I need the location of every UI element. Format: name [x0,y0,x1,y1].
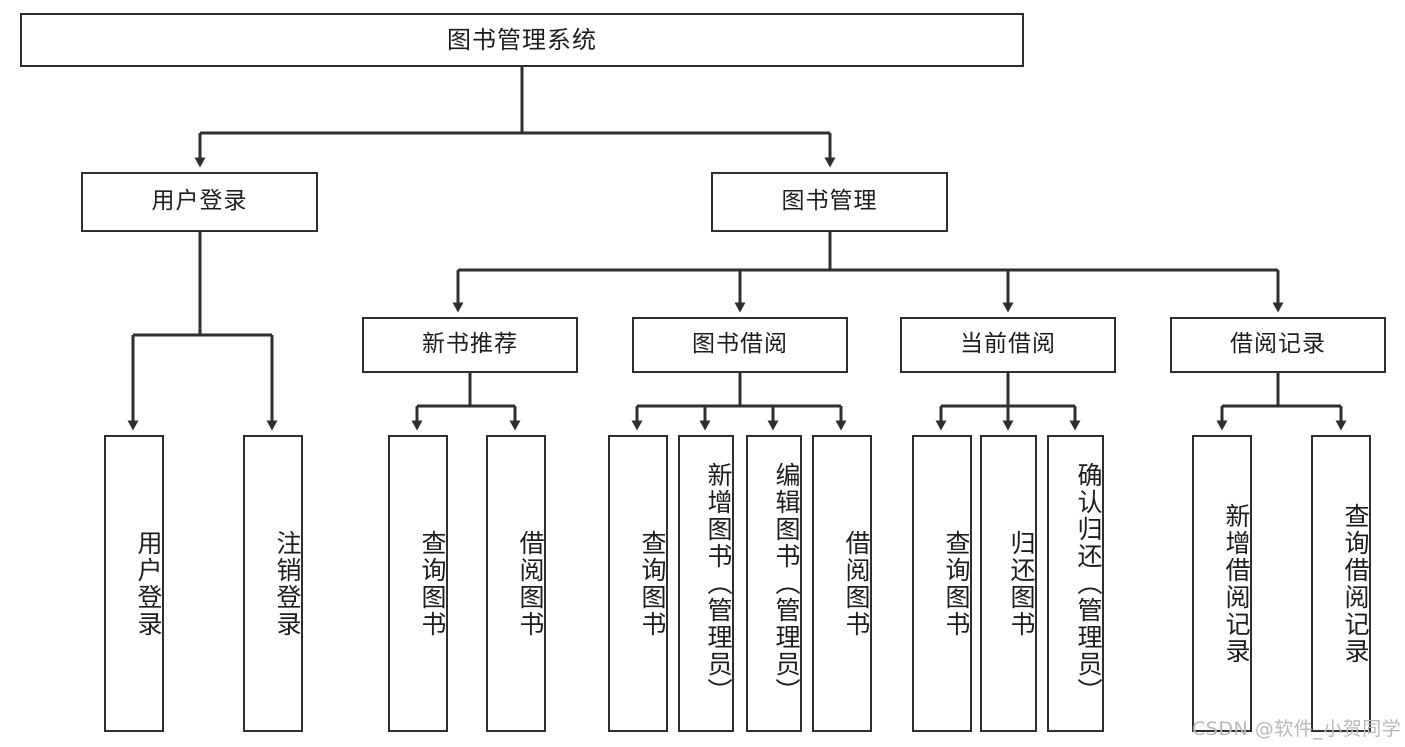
leaf-label: 查询借阅记录 [1341,502,1370,665]
leaf-label: 用户登录 [134,529,163,638]
leaf-query-book-borrow[interactable]: 查询图书 [608,435,668,732]
leaf-label: 归还图书 [1007,529,1036,638]
node-root-label: 图书管理系统 [447,25,597,54]
node-label: 借阅记录 [1230,331,1326,358]
leaf-label: 注销登录 [273,529,302,638]
leaf-borrow-book[interactable]: 借阅图书 [812,435,872,732]
node-book-borrow[interactable]: 图书借阅 [632,317,848,373]
leaf-user-login[interactable]: 用户登录 [104,435,164,732]
node-label: 图书管理 [781,188,878,215]
node-label: 图书借阅 [692,331,788,358]
leaf-add-book-admin[interactable]: 新增图书（管理员） [678,435,734,732]
node-label: 用户登录 [151,188,248,215]
leaf-query-borrow-record[interactable]: 查询借阅记录 [1311,435,1371,732]
leaf-query-book-current[interactable]: 查询图书 [912,435,972,732]
leaf-label: 查询图书 [638,529,667,638]
watermark: CSDN @软件_小贺同学 [1192,718,1402,740]
node-current-borrow[interactable]: 当前借阅 [900,317,1116,373]
leaf-query-book-recommend[interactable]: 查询图书 [388,435,448,732]
node-label: 当前借阅 [960,331,1056,358]
leaf-add-borrow-record[interactable]: 新增借阅记录 [1192,435,1252,732]
leaf-return-book[interactable]: 归还图书 [980,435,1037,732]
node-label: 新书推荐 [422,331,518,358]
node-new-book-recommend[interactable]: 新书推荐 [362,317,578,373]
leaf-label: 查询图书 [418,529,447,638]
leaf-borrow-book-recommend[interactable]: 借阅图书 [486,435,546,732]
node-borrow-record[interactable]: 借阅记录 [1170,317,1386,373]
leaf-logout[interactable]: 注销登录 [243,435,303,732]
leaf-label: 编辑图书（管理员） [772,462,801,705]
leaf-label: 新增借阅记录 [1222,502,1251,665]
node-book-management[interactable]: 图书管理 [711,172,948,232]
leaf-edit-book-admin[interactable]: 编辑图书（管理员） [746,435,802,732]
leaf-label: 查询图书 [942,529,971,638]
leaf-label: 确认归还（管理员） [1074,462,1103,705]
node-root[interactable]: 图书管理系统 [20,13,1024,67]
leaf-label: 新增图书（管理员） [704,462,733,705]
leaf-label: 借阅图书 [842,529,871,638]
leaf-label: 借阅图书 [516,529,545,638]
node-user-login[interactable]: 用户登录 [81,172,318,232]
leaf-confirm-return-admin[interactable]: 确认归还（管理员） [1047,435,1104,732]
